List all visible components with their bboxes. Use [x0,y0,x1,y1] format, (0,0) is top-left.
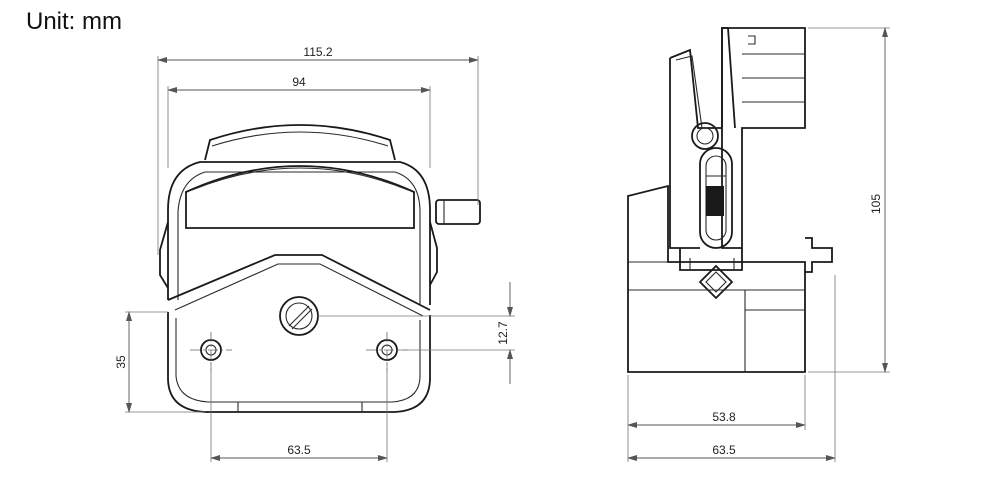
side-dimensions: 105 53.8 63.5 [627,27,890,462]
front-right-latch [429,221,438,286]
front-dimensions: 115.2 94 35 12.7 63.5 [114,45,515,462]
side-slot-window [699,147,733,249]
dim-side-height: 105 [869,194,883,214]
front-left-latch [159,221,169,289]
dim-front-mount-spacing: 63.5 [287,443,311,457]
side-slot-indicator [706,186,724,216]
front-base-plate [167,312,431,413]
side-clamp-lever [669,27,736,129]
dim-front-height: 35 [114,355,128,369]
side-tube-clamp [698,264,734,300]
front-top-cap [204,124,396,161]
front-head-outline [167,161,431,305]
side-view [627,27,833,373]
side-upper-housing [721,27,806,249]
side-pivot-pin [691,122,719,150]
side-output-shaft [805,237,833,273]
dim-side-depth-total: 63.5 [712,443,736,457]
side-motor-housing [627,184,806,373]
front-chevron-band [167,254,431,311]
dim-front-total-width: 115.2 [303,45,332,59]
front-window [185,165,415,229]
front-view [159,124,481,413]
unit-label: Unit: mm [26,8,122,35]
dim-side-depth-body: 53.8 [712,410,736,424]
dim-front-body-width: 94 [292,75,306,89]
front-crank-handle [435,199,481,225]
dim-front-offset: 12.7 [496,321,510,345]
